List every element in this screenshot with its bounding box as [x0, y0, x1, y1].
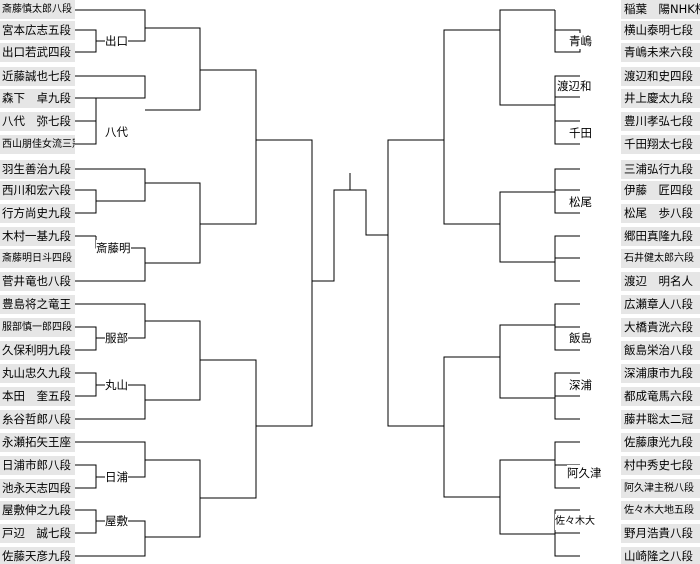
bracket-line — [387, 139, 444, 427]
bracket-line — [75, 189, 97, 214]
bracket-line — [200, 359, 257, 499]
match-winner-label: 日浦 — [105, 469, 128, 485]
match-winner-label: 丸山 — [105, 377, 128, 393]
player-name: 深浦康市九段 — [621, 364, 700, 383]
player-name: 糸谷哲郎八段 — [0, 410, 75, 429]
match-winner-label: 屋敷 — [105, 513, 128, 529]
player-name: 松尾 歩八段 — [621, 204, 700, 223]
bracket-line — [499, 9, 555, 106]
bracket-line — [554, 168, 580, 214]
bracket-line — [554, 120, 580, 145]
bracket-line — [75, 120, 97, 145]
player-name: 八代 弥七段 — [0, 112, 75, 131]
match-winner-label: 千田 — [569, 125, 592, 141]
player-name: 菅井竜也八段 — [0, 272, 75, 291]
player-name: 戸辺 誠七段 — [0, 524, 75, 543]
player-name: 宮本広志五段 — [0, 21, 75, 40]
bracket-line — [75, 326, 97, 351]
match-winner-label: 渡辺和 — [557, 78, 592, 94]
player-name: 稲葉 陽NHK杯 — [621, 0, 700, 19]
player-name: 池永天志四段 — [0, 479, 75, 498]
bracket-line — [554, 75, 580, 98]
player-name: 佐々木大地五段 — [621, 501, 700, 520]
player-name: 豊島将之竜王 — [0, 295, 75, 314]
player-name: 伊藤 匠四段 — [621, 181, 700, 200]
player-name: 羽生善治九段 — [0, 160, 75, 179]
player-name: 山崎隆之八段 — [621, 547, 700, 564]
bracket-line — [499, 459, 555, 535]
player-name: 屋敷伸之九段 — [0, 501, 75, 520]
player-name: 野月浩貴八段 — [621, 524, 700, 543]
match-winner-label: 佐々木大 — [555, 514, 595, 530]
match-winner-label: 飯島 — [569, 330, 592, 346]
player-name: 千田翔太七段 — [621, 135, 700, 154]
player-name: 本田 奎五段 — [0, 387, 75, 406]
bracket-line — [75, 464, 97, 489]
player-name: 渡辺和史四段 — [621, 67, 700, 86]
player-name: 斎藤慎太郎八段 — [0, 0, 75, 19]
player-name: 木村一基九段 — [0, 227, 75, 246]
bracket-line — [312, 189, 388, 282]
player-name: 都成竜馬六段 — [621, 387, 700, 406]
match-winner-label: 八代 — [105, 124, 128, 140]
player-name: 久保利明九段 — [0, 341, 75, 360]
match-winner-label: 松尾 — [569, 194, 592, 210]
bracket-line — [145, 27, 201, 111]
player-name: 青嶋未来六段 — [621, 43, 700, 62]
player-name: 斎藤明日斗四段 — [0, 249, 75, 268]
player-name: 服部慎一郎四段 — [0, 318, 75, 337]
player-name: 西山朋佳女流三冠 — [0, 135, 75, 154]
bracket-line — [75, 29, 97, 53]
player-name: 阿久津主税八段 — [621, 479, 700, 498]
player-name: 渡辺 明名人 — [621, 272, 700, 291]
bracket-line — [499, 324, 555, 399]
bracket-line — [145, 182, 201, 264]
player-name: 藤井聡太二冠 — [621, 410, 700, 429]
player-name: 佐藤天彦九段 — [0, 547, 75, 564]
bracket-line — [75, 168, 146, 202]
player-name: 広瀬章人八段 — [621, 295, 700, 314]
match-winner-label: 斎藤明 — [96, 240, 131, 256]
player-name: 丸山忠久九段 — [0, 364, 75, 383]
player-name: 郷田真隆九段 — [621, 227, 700, 246]
player-name: 石井健太郎六段 — [621, 249, 700, 268]
player-name: 大橋貴洸六段 — [621, 318, 700, 337]
bracket-line — [75, 509, 97, 534]
player-name: 永瀬拓矢王座 — [0, 433, 75, 452]
player-name: 行方尚史九段 — [0, 204, 75, 223]
player-name: 出口若武四段 — [0, 43, 75, 62]
match-winner-label: 服部 — [105, 330, 128, 346]
player-name: 森下 卓九段 — [0, 89, 75, 108]
bracket-line — [145, 459, 201, 538]
player-name: 三浦弘行九段 — [621, 160, 700, 179]
match-winner-label: 出口 — [105, 33, 128, 49]
match-winner-label: 深浦 — [569, 377, 592, 393]
player-name: 飯島栄治八段 — [621, 341, 700, 360]
player-name: 近藤誠也七段 — [0, 67, 75, 86]
player-name: 村中秀史七段 — [621, 456, 700, 475]
bracket-line — [443, 29, 500, 225]
player-name: 西川和宏六段 — [0, 181, 75, 200]
player-name: 佐藤康光九段 — [621, 433, 700, 452]
match-winner-label: 阿久津 — [567, 465, 602, 481]
bracket-line — [75, 372, 97, 397]
player-name: 豊川孝弘七段 — [621, 112, 700, 131]
player-name: 横山泰明七段 — [621, 21, 700, 40]
player-name: 井上慶太九段 — [621, 89, 700, 108]
bracket-line — [256, 139, 313, 427]
bracket-line — [75, 75, 146, 99]
bracket-line — [200, 69, 257, 225]
player-name: 日浦市郎八段 — [0, 456, 75, 475]
bracket-line — [443, 356, 500, 498]
bracket-line — [145, 320, 201, 401]
bracket-line — [499, 191, 555, 263]
match-winner-label: 青嶋 — [569, 33, 592, 49]
